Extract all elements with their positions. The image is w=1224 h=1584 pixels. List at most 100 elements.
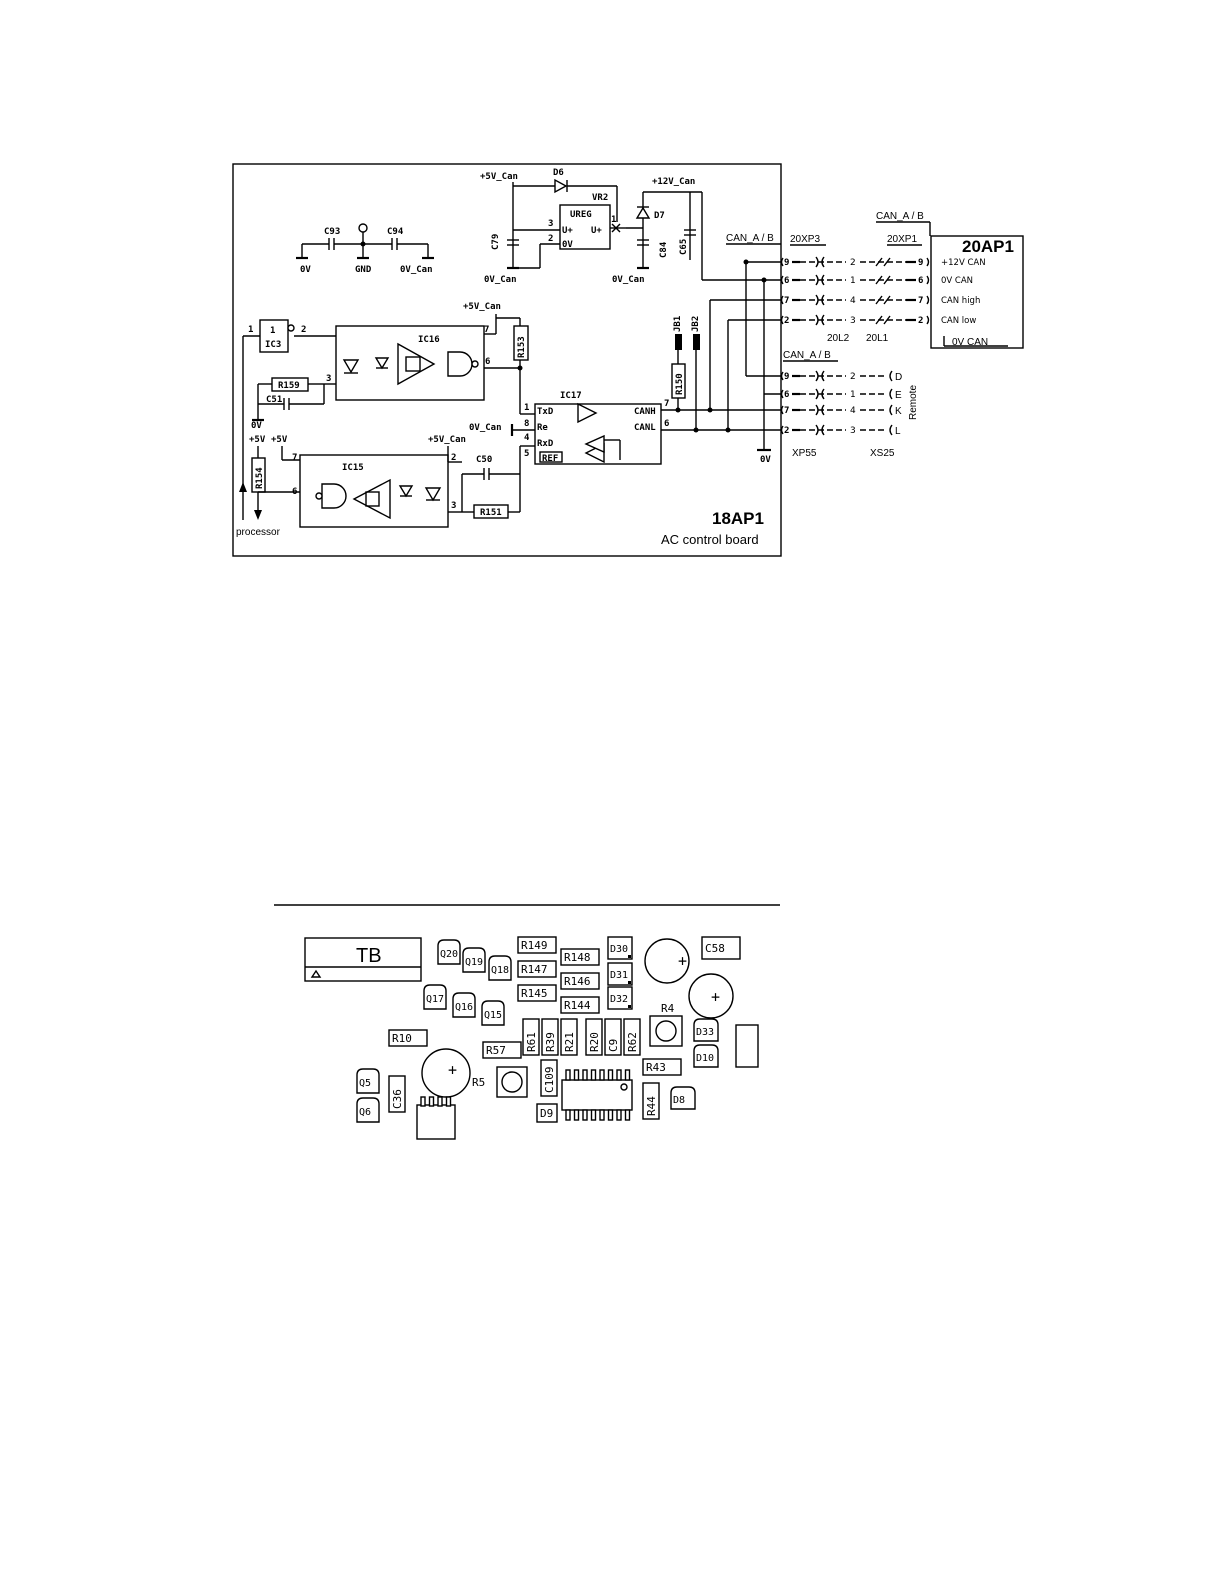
c50-label: C50 xyxy=(476,455,492,465)
ov-can-net-3: 0V_Can xyxy=(469,423,502,433)
pcb-label: R39 xyxy=(544,1032,557,1052)
p12v-can-net: +12V_Can xyxy=(652,177,695,187)
remote-pin: D xyxy=(895,372,902,383)
c80-cap xyxy=(421,1048,471,1098)
pcb-label: R4 xyxy=(661,1002,675,1015)
pcb-part-r149: R149 xyxy=(517,936,557,954)
conn-pin-left: 6 xyxy=(784,276,789,286)
ic17-pin4: 4 xyxy=(524,433,530,443)
conn-pin-mid: 2 xyxy=(850,372,856,382)
pcb-label: C58 xyxy=(705,942,725,955)
pcb-label: D30 xyxy=(610,944,628,955)
remote-pin: L xyxy=(895,426,901,437)
pcb-part-q5: Q5 xyxy=(356,1068,380,1094)
pcb-part-c58: C58 xyxy=(701,936,741,960)
pcb-part-q6: Q6 xyxy=(356,1097,380,1123)
pcb-label: R149 xyxy=(521,939,548,952)
ov-net-2: 0V xyxy=(251,421,262,431)
ic9-chip xyxy=(561,1079,633,1111)
pcb-label: R5 xyxy=(472,1076,485,1089)
r153-label: R153 xyxy=(517,336,527,358)
r159-label: R159 xyxy=(278,381,300,391)
pcb-label: C36 xyxy=(391,1089,404,1109)
ureg-0v: 0V xyxy=(562,240,573,250)
ic15-pin6: 6 xyxy=(292,487,297,497)
c94-label: C94 xyxy=(387,227,404,237)
pcb-part-r146: R146 xyxy=(560,972,600,990)
ic16-pin6: 6 xyxy=(485,357,490,367)
pcb-label: D9 xyxy=(540,1107,553,1120)
pcb-part-d31: D31 xyxy=(607,962,633,986)
ic17-label: IC17 xyxy=(560,391,582,401)
pcb-label: R145 xyxy=(521,987,548,1000)
l1-label: 20L1 xyxy=(866,333,889,344)
pcb-label: R43 xyxy=(646,1061,666,1074)
conn-pin-mid: 1 xyxy=(850,276,856,286)
pcb-label: C9 xyxy=(607,1039,620,1052)
r150-label: R150 xyxy=(675,373,685,395)
jb1-label: JB1 xyxy=(673,316,683,332)
ic17-rxd: RxD xyxy=(537,439,554,449)
pcb-label: Q16 xyxy=(455,1002,473,1013)
ureg-pin1: 1 xyxy=(611,215,616,225)
ic15-label: IC15 xyxy=(342,463,364,473)
ic17-block xyxy=(534,403,662,465)
conn-pin-mid: 1 xyxy=(850,390,856,400)
ground-caps: C93 C94 0V GND 0V_Can xyxy=(296,223,434,275)
conn-pin-mid: 4 xyxy=(850,296,856,306)
ureg-uout: U+ xyxy=(591,226,602,236)
conn-pin-mid: 3 xyxy=(850,426,856,436)
pcb-part-r4: R4 xyxy=(661,1002,675,1015)
conn-pin-left: 9 xyxy=(784,258,789,268)
board-name: 18AP1 xyxy=(712,509,764,528)
pcb-label: R146 xyxy=(564,975,591,988)
gnd-label: GND xyxy=(355,265,372,275)
pcb-layout: TB Q20Q19Q18R149R148R147R146R145R144D30D… xyxy=(274,904,780,1140)
tb-block xyxy=(304,937,422,982)
d6-label: D6 xyxy=(553,168,564,178)
conn-pin-left: 2 xyxy=(784,426,789,436)
pcb-label: R148 xyxy=(564,951,591,964)
pcb-label: C109 xyxy=(543,1067,556,1094)
ic17-ref: REF xyxy=(542,454,558,464)
conn-pin-left: 2 xyxy=(784,316,789,326)
c106-cap xyxy=(644,938,690,984)
ic17-txd: TxD xyxy=(537,407,554,417)
can-transceiver: IC17 TxD Re RxD REF CANH CANL 1 8 4 5 7 … xyxy=(469,259,781,465)
pcb-label: D32 xyxy=(610,994,628,1005)
pcb-part-r147: R147 xyxy=(517,960,557,978)
processor-label: processor xyxy=(236,527,281,538)
l2-label: 20L2 xyxy=(827,333,850,344)
conn-pin-left: 7 xyxy=(784,296,789,306)
pcb-part-r5: R5 xyxy=(472,1076,485,1089)
pcb-label: R20 xyxy=(588,1032,601,1052)
r154-label: R154 xyxy=(255,467,265,489)
c51-label: C51 xyxy=(266,395,282,405)
board-desc: AC control board xyxy=(661,532,759,547)
ic15-pin2: 2 xyxy=(451,453,456,463)
xp3-label: 20XP3 xyxy=(790,234,820,245)
ic3-label: IC3 xyxy=(265,340,281,350)
pcb-part-q20: Q20 xyxy=(437,939,461,965)
ov-can-label: 0V_Can xyxy=(400,265,433,275)
board-frame xyxy=(232,163,782,557)
pcb-part-q16: Q16 xyxy=(452,992,476,1018)
pcb-label: R21 xyxy=(563,1032,576,1052)
r153-resistor xyxy=(513,325,529,361)
pcb-part-r144: R144 xyxy=(560,996,600,1014)
pcb-label: R144 xyxy=(564,999,591,1012)
pcb-label: R62 xyxy=(626,1032,639,1052)
pcb-label: R147 xyxy=(521,963,548,976)
ic17-pin1: 1 xyxy=(524,403,529,413)
pcb-label: Q18 xyxy=(491,965,509,976)
d7-label: D7 xyxy=(654,211,665,221)
pcb-part-r145: R145 xyxy=(517,984,557,1002)
ic17-pin8: 8 xyxy=(524,419,529,429)
remote-pin: K xyxy=(895,406,902,417)
ic15-pin3: 3 xyxy=(451,501,456,511)
ap1-signal: CAN low xyxy=(941,316,976,326)
p5v-net-1: +5V xyxy=(249,435,266,445)
pcb-label: D10 xyxy=(696,1053,714,1064)
conn-pin-right: 2 xyxy=(918,316,923,326)
